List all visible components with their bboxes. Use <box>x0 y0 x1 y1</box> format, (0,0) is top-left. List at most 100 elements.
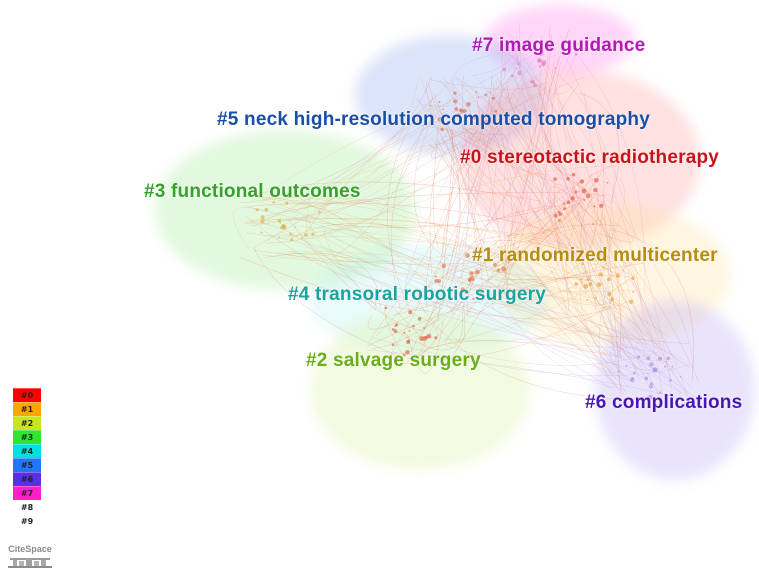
citation-link <box>243 205 682 394</box>
citation-link <box>455 116 568 315</box>
citation-node <box>586 299 589 301</box>
citation-link <box>308 218 444 302</box>
citation-nodes <box>255 43 682 400</box>
citation-link <box>482 245 625 377</box>
citation-node <box>278 236 281 239</box>
citation-link <box>544 30 572 177</box>
citation-node <box>615 273 621 278</box>
citation-link <box>515 36 569 189</box>
citation-node <box>472 297 475 301</box>
citation-node <box>260 215 265 220</box>
citation-link <box>559 298 676 358</box>
citation-link <box>572 164 613 201</box>
citation-link <box>325 230 632 292</box>
citation-link <box>622 267 688 393</box>
citation-link <box>495 279 608 306</box>
citation-link <box>254 250 508 265</box>
citation-link <box>602 314 678 386</box>
citation-node <box>279 222 282 224</box>
logo-skyline-icon <box>8 558 52 568</box>
citation-node <box>530 79 534 84</box>
citation-link <box>240 257 429 312</box>
citation-link <box>560 165 622 358</box>
citation-link <box>297 196 641 350</box>
citation-node <box>294 226 297 229</box>
citation-link <box>443 85 541 343</box>
citation-link <box>450 60 559 291</box>
citation-node <box>598 272 603 277</box>
citation-node <box>637 355 641 359</box>
citation-link <box>423 80 459 107</box>
citation-node <box>563 202 565 205</box>
citation-node <box>484 120 488 124</box>
citation-node <box>541 60 547 66</box>
citation-node <box>610 298 614 302</box>
cluster-label-2: #2 salvage surgery <box>306 350 481 371</box>
citation-link <box>464 259 617 380</box>
citation-node <box>460 287 466 292</box>
citation-node <box>599 203 604 208</box>
citation-node <box>475 91 478 93</box>
citation-node <box>649 362 654 367</box>
citation-link <box>635 342 685 361</box>
citation-node <box>517 70 522 76</box>
citation-link <box>233 207 265 249</box>
citation-node <box>277 219 281 223</box>
citation-link <box>387 111 420 316</box>
citation-link <box>579 261 627 393</box>
citation-node <box>558 219 561 222</box>
citation-link <box>300 124 504 204</box>
citation-link <box>417 77 498 357</box>
citation-link <box>324 228 431 357</box>
citation-link <box>276 224 630 265</box>
citation-link <box>410 308 442 353</box>
citation-link <box>497 221 559 271</box>
citation-node <box>469 275 474 280</box>
citation-node <box>424 335 428 340</box>
citation-link <box>541 83 580 185</box>
citation-node <box>652 367 657 373</box>
citation-link <box>328 96 434 260</box>
citation-link <box>288 220 423 331</box>
citation-node <box>666 356 671 361</box>
citation-link <box>486 302 664 373</box>
citation-link <box>560 186 599 278</box>
citation-node <box>484 93 488 97</box>
citation-link <box>504 25 551 276</box>
citation-link <box>507 309 616 389</box>
cluster-label-1: #1 randomized multicenter <box>472 245 718 266</box>
citation-link <box>328 235 647 380</box>
citation-node <box>434 336 438 340</box>
citation-link <box>262 196 483 257</box>
citation-link <box>294 199 579 228</box>
citation-node <box>419 336 424 341</box>
citation-link <box>266 218 639 278</box>
citation-link <box>507 234 561 281</box>
citation-link <box>305 225 674 363</box>
citation-node <box>417 317 422 321</box>
citation-link <box>497 60 507 90</box>
cluster-label-7: #7 image guidance <box>472 35 646 56</box>
citation-link <box>474 76 622 375</box>
citation-link <box>437 119 454 322</box>
legend-item-8: #8 <box>13 500 41 514</box>
citation-link <box>487 89 688 396</box>
citation-link <box>450 128 643 373</box>
citation-link <box>244 59 561 223</box>
citation-node <box>285 201 289 205</box>
citation-link <box>443 46 577 144</box>
citation-link <box>303 244 431 298</box>
citation-node <box>472 116 477 120</box>
citation-node <box>403 331 406 334</box>
citation-link <box>367 297 377 310</box>
citation-link <box>475 90 510 298</box>
citation-link <box>433 130 461 308</box>
citation-link <box>419 124 504 136</box>
citation-link <box>451 83 472 115</box>
citation-link <box>245 195 470 254</box>
citation-link <box>421 48 556 345</box>
citation-link <box>429 104 647 346</box>
citation-link <box>506 58 575 94</box>
citation-node <box>646 356 651 361</box>
